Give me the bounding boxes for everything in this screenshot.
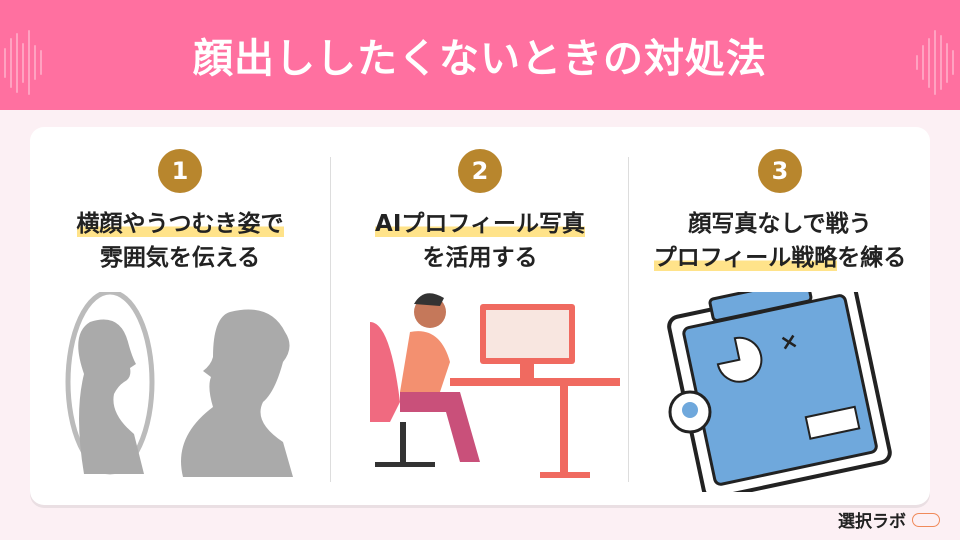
step-2: 2 AIプロフィール写真 を活用する [330, 127, 630, 505]
step-caption: 横顔やうつむき姿で 雰囲気を伝える [76, 211, 284, 271]
step-caption: AIプロフィール写真 を活用する [375, 211, 585, 271]
page-title: 顔出ししたくないときの対処法 [193, 36, 767, 82]
sound-wave-decoration [916, 30, 954, 95]
step-number: 2 [458, 149, 502, 193]
sound-wave-decoration [4, 30, 42, 95]
logo-badge [912, 512, 940, 527]
strategy-clipboard-illustration: × [667, 292, 892, 492]
logo-text: 選択ラボ [838, 512, 906, 532]
header-banner: 顔出ししたくないときの対処法 [0, 0, 960, 110]
silhouette-profiles-illustration [65, 292, 293, 477]
step-caption: 顔写真なしで戦う プロフィール戦略を練る [653, 211, 907, 271]
step-number: 1 [158, 149, 202, 193]
step-number: 3 [758, 149, 802, 193]
divider [628, 157, 629, 482]
step-3: 3 顔写真なしで戦う プロフィール戦略を練る × [630, 127, 930, 505]
brand-logo: 選択ラボ [838, 507, 940, 532]
content-card: 1 横顔やうつむき姿で 雰囲気を伝える 2 AIプロフィール写真 を活用する [30, 127, 930, 505]
step-1: 1 横顔やうつむき姿で 雰囲気を伝える [30, 127, 330, 505]
divider [330, 157, 331, 482]
svg-text:×: × [778, 328, 801, 356]
person-at-computer-illustration [370, 293, 620, 478]
